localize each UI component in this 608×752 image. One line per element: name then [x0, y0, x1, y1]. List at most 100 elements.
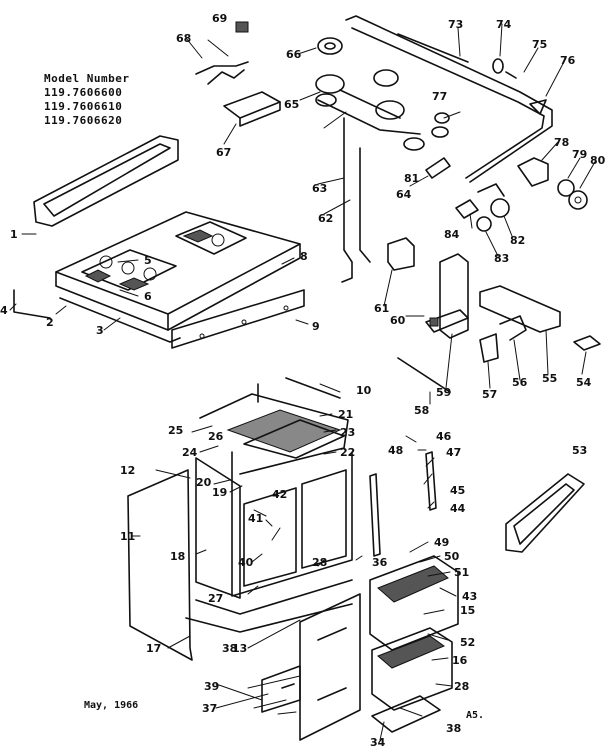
callout-74: 74: [496, 18, 512, 31]
cabinet-top: [199, 377, 349, 475]
callout-39: 39: [204, 680, 219, 693]
callout-79: 79: [572, 148, 587, 161]
callout-64: 64: [396, 188, 412, 201]
model-number-2: 119.7606610: [44, 100, 123, 113]
cooktop-frame: [13, 289, 181, 343]
supply-tube: [341, 117, 371, 283]
callout-17: 17: [146, 642, 161, 655]
callout-21: 21: [338, 408, 353, 421]
callout-45: 45: [450, 484, 465, 497]
callout-53: 53: [572, 444, 587, 457]
callout-18: 18: [170, 550, 185, 563]
callout-76: 76: [560, 54, 576, 67]
pilot-parts: [479, 315, 527, 363]
callout-36: 36: [372, 556, 388, 569]
callout-73: 73: [448, 18, 463, 31]
callout-15: 15: [460, 604, 475, 617]
callout-57: 57: [482, 388, 497, 401]
callout-4: 4: [0, 304, 8, 317]
callout-84: 84: [444, 228, 460, 241]
callout-40: 40: [238, 556, 254, 569]
callout-82: 82: [510, 234, 525, 247]
callout-49: 49: [434, 536, 449, 549]
cabinet-side-panel: [127, 469, 193, 661]
callout-61: 61: [374, 302, 389, 315]
valve-knobs: [455, 157, 588, 232]
callout-8: 8: [300, 250, 308, 263]
callout-28-cabinet: 28: [312, 556, 327, 569]
leader-lines: [9, 23, 597, 741]
main-gas-manifold: [345, 15, 553, 183]
callout-11: 11: [120, 530, 135, 543]
bracket-part: [223, 91, 281, 127]
callout-62: 62: [318, 212, 333, 225]
cooktop: [55, 211, 301, 331]
shield-61: [387, 237, 415, 271]
callout-43: 43: [462, 590, 477, 603]
callout-58: 58: [414, 404, 429, 417]
callout-83: 83: [494, 252, 509, 265]
callout-78: 78: [554, 136, 569, 149]
callout-69: 69: [212, 12, 227, 25]
callout-67: 67: [216, 146, 231, 159]
callout-55: 55: [542, 372, 557, 385]
callout-25: 25: [168, 424, 183, 437]
rod-58: [397, 357, 451, 393]
callout-54: 54: [576, 376, 592, 389]
callout-44: 44: [450, 502, 466, 515]
callout-22: 22: [340, 446, 355, 459]
callout-labels: 1 2 3 4 5 6 8 9 10 11 12 13 15 16 17 18 …: [0, 12, 606, 749]
valve-fittings: [425, 58, 547, 179]
callout-26: 26: [208, 430, 224, 443]
callout-27: 27: [208, 592, 223, 605]
callout-19: 19: [212, 486, 227, 499]
callout-81: 81: [404, 172, 419, 185]
callout-63: 63: [312, 182, 327, 195]
strip-73: [397, 33, 469, 63]
callout-46: 46: [436, 430, 452, 443]
broiler-drawer-panel: [505, 473, 585, 553]
callout-16: 16: [452, 654, 468, 667]
callout-77: 77: [432, 90, 447, 103]
callout-9: 9: [312, 320, 320, 333]
callout-60: 60: [390, 314, 406, 327]
clip-part: [195, 21, 249, 85]
callout-20: 20: [196, 476, 212, 489]
backguard-glass: [33, 135, 179, 227]
callout-56: 56: [512, 376, 528, 389]
model-number-1: 119.7606600: [44, 86, 123, 99]
side-strip-assembly: [369, 451, 437, 557]
regulator-bracket: [425, 253, 469, 339]
callout-75: 75: [532, 38, 547, 51]
callout-6: 6: [144, 290, 152, 303]
callout-47: 47: [446, 446, 461, 459]
callout-50: 50: [444, 550, 460, 563]
callout-51: 51: [454, 566, 469, 579]
footer-page-code: A5.: [466, 710, 485, 721]
callout-37: 37: [202, 702, 217, 715]
manifold-panel: [171, 289, 305, 349]
callout-12: 12: [120, 464, 135, 477]
callout-28-broiler: 28: [454, 680, 469, 693]
drawer-bottom: [261, 665, 301, 713]
callout-23: 23: [340, 426, 355, 439]
callout-66: 66: [286, 48, 302, 61]
burner-assembly: [315, 37, 449, 151]
drip-channel: [479, 285, 561, 333]
callout-80: 80: [590, 154, 606, 167]
callout-2: 2: [46, 316, 54, 329]
callout-13: 13: [232, 642, 247, 655]
oven-door: [299, 593, 361, 741]
callout-42-cabinet: 42: [272, 488, 287, 501]
model-number-block: Model Number 119.7606600 119.7606610 119…: [44, 72, 129, 128]
callout-52: 52: [460, 636, 475, 649]
footer-date: May, 1966: [84, 700, 139, 711]
callout-10: 10: [356, 384, 372, 397]
callout-65: 65: [284, 98, 299, 111]
callout-5: 5: [144, 254, 152, 267]
callout-3: 3: [96, 324, 104, 337]
model-number-3: 119.7606620: [44, 114, 123, 127]
callout-68: 68: [176, 32, 191, 45]
